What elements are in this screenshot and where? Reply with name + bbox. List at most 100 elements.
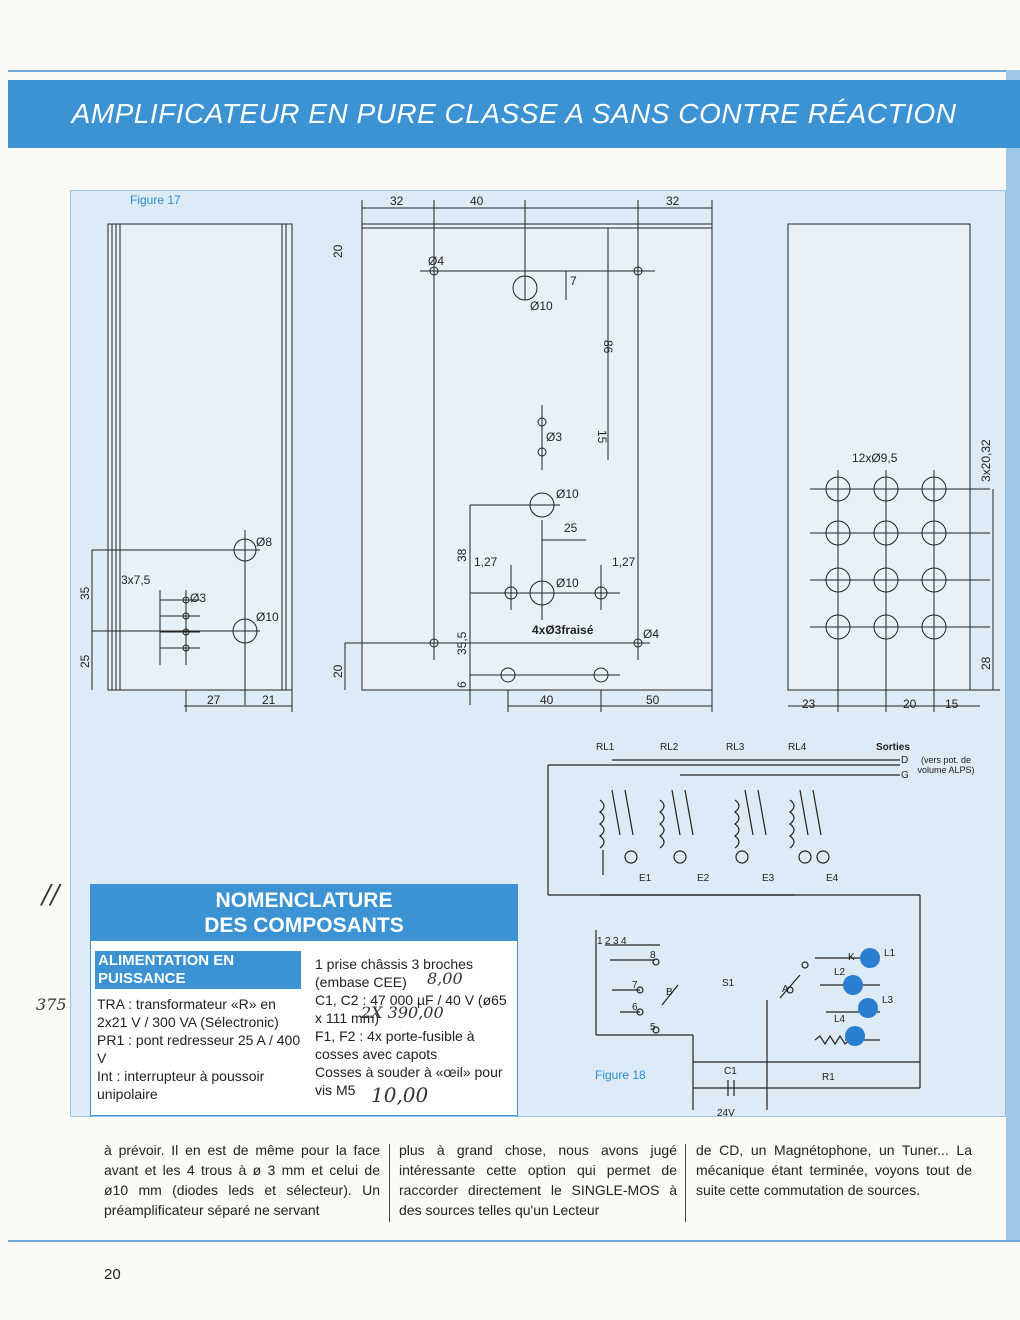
nomenclature-title-line2: DES COMPOSANTS (204, 914, 404, 937)
fig17-mid-d355: 35,5 (455, 631, 469, 655)
relay-label-4: RL4 (788, 742, 807, 753)
relay-rl3 (734, 789, 767, 864)
page-title: AMPLIFICATEUR EN PURE CLASSE A SANS CONT… (71, 98, 957, 129)
nomenclature-box: NOMENCLATURE DES COMPOSANTS ALIMENTATION… (90, 884, 518, 1116)
fig17-mid-d3: Ø3 (546, 430, 562, 444)
fig17-mid-d86: 86 (601, 340, 615, 354)
res-r1: R1 (822, 1072, 835, 1083)
item-prise: 1 prise châssis 3 broches (embase CEE) (315, 956, 473, 990)
fig17-mid-d10b: Ø10 (556, 487, 579, 501)
item-f1f2: F1, F2 : 4x porte-fusible à cosses avec … (315, 1028, 475, 1062)
relay-label-3: RL3 (726, 742, 745, 753)
margin-slashes: // (42, 880, 60, 910)
column-rule-1 (389, 1144, 390, 1222)
sorties-g-label: G (901, 770, 909, 781)
fig17-mid-d7: 7 (570, 274, 577, 288)
fig17-mid-d32a: 32 (390, 194, 404, 208)
fig17-left-d35: 35 (78, 586, 92, 600)
switch-label: S1 (722, 978, 735, 989)
bottom-rule (8, 1240, 1020, 1242)
fig17-mid-d10c: Ø10 (556, 576, 579, 590)
nomenclature-left-list: TRA : transformateur «R» en 2x21 V / 300… (97, 995, 301, 1103)
led-l4: L4 (834, 1014, 846, 1025)
fig17-mid-d127a: 1,27 (474, 555, 498, 569)
item-cosses: Cosses à souder à «œil» pour vis M5 (315, 1064, 503, 1098)
fig17-mid-d4b: Ø4 (643, 627, 659, 641)
switch-a: A (782, 984, 789, 995)
input-e4: E4 (826, 873, 839, 884)
margin-number: 375 (36, 995, 67, 1014)
fig17-left-d21: 21 (262, 693, 276, 707)
right-edge-bar (1006, 70, 1020, 1242)
figure-17-label: Figure 17 (130, 193, 181, 207)
hand-note-3: 10,00 (371, 1083, 429, 1107)
input-e1: E1 (639, 873, 652, 884)
fig17-mid-d40: 40 (470, 194, 484, 208)
relay-label-1: RL1 (596, 742, 615, 753)
top-rule (8, 70, 1020, 72)
title-banner: AMPLIFICATEUR EN PURE CLASSE A SANS CONT… (8, 80, 1020, 148)
item-pr1: PR1 : pont redresseur 25 A / 400 V (97, 1032, 301, 1066)
supply-24v: 24V (717, 1108, 735, 1119)
nomenclature-section: ALIMENTATION EN PUISSANCE (95, 951, 301, 989)
sorties-d-label: D (901, 755, 908, 766)
led-k: K (848, 952, 855, 963)
item-c1c2: C1, C2 : 47 000 µF / 40 V (ø65 x 111 mm) (315, 992, 507, 1026)
pin-7: 7 (632, 980, 638, 991)
sorties-label: Sorties (876, 742, 910, 753)
relay-rl1 (599, 789, 638, 875)
pin-4: 4 (621, 936, 627, 947)
figure-18-label: Figure 18 (595, 1068, 646, 1082)
pin-6: 6 (632, 1002, 638, 1013)
nomenclature-title: NOMENCLATURE DES COMPOSANTS (91, 885, 517, 941)
fig17-mid-d50: 50 (646, 693, 660, 707)
fig17-mid-d38: 38 (455, 548, 469, 562)
nomenclature-right-list: 1 prise châssis 3 broches (embase CEE) C… (315, 955, 513, 1099)
fig17-right-holes: 12xØ9,5 (852, 451, 898, 465)
sorties-note: (vers pot. de volume ALPS) (917, 755, 975, 775)
input-e2: E2 (697, 873, 710, 884)
fig17-left-holes: 3x7,5 (121, 573, 151, 587)
cap-c1: C1 (724, 1066, 737, 1077)
fig17-left-d25: 25 (78, 654, 92, 668)
fig17-left-d10: Ø10 (256, 610, 279, 624)
pin-5: 5 (650, 1022, 656, 1033)
fig17-left-d3: Ø3 (190, 591, 206, 605)
fig17-right-d28: 28 (979, 656, 993, 670)
fig17-mid-d32b: 32 (666, 194, 680, 208)
fig17-mid-d20b: 20 (331, 664, 345, 678)
led-cluster (843, 948, 880, 1046)
middle-plate (344, 200, 713, 712)
input-e3: E3 (762, 873, 775, 884)
fig17-mid-d4a: Ø4 (428, 254, 444, 268)
body-column-3: de CD, un Magnétophone, un Tuner... La m… (696, 1142, 972, 1198)
hand-note-2: 2X 390,00 (361, 1003, 444, 1022)
fig17-mid-d25: 25 (564, 521, 578, 535)
fig17-mid-d10a: Ø10 (530, 299, 553, 313)
led-l3: L3 (882, 995, 894, 1006)
fig17-right-d23: 23 (802, 697, 816, 711)
fig17-mid-d127b: 1,27 (612, 555, 636, 569)
hand-note-1: 8,00 (427, 969, 463, 988)
left-plate (91, 223, 293, 712)
fig17-left-d27: 27 (207, 693, 221, 707)
relay-rl2 (659, 789, 694, 864)
column-rule-2 (685, 1144, 686, 1222)
fig17-right-d2032: 3x20,32 (979, 439, 993, 482)
pin-2: 2 (605, 936, 611, 947)
relay-rl4 (789, 789, 830, 864)
relay-label-2: RL2 (660, 742, 679, 753)
body-column-2: plus à grand chose, nous avons jugé inté… (399, 1142, 677, 1218)
hole-d3 (537, 417, 547, 427)
fig17-mid-d20a: 20 (331, 244, 345, 258)
page-number: 20 (104, 1266, 121, 1283)
nomenclature-title-line1: NOMENCLATURE (215, 889, 393, 912)
pin-3: 3 (613, 936, 619, 947)
fig17-mid-d40b: 40 (540, 693, 554, 707)
selector-switch (636, 958, 809, 1034)
fig17-left-d8: Ø8 (256, 535, 272, 549)
right-plate (787, 223, 1000, 712)
item-tra: TRA : transformateur «R» en 2x21 V / 300… (97, 996, 279, 1030)
pin-1: 1 (597, 936, 603, 947)
